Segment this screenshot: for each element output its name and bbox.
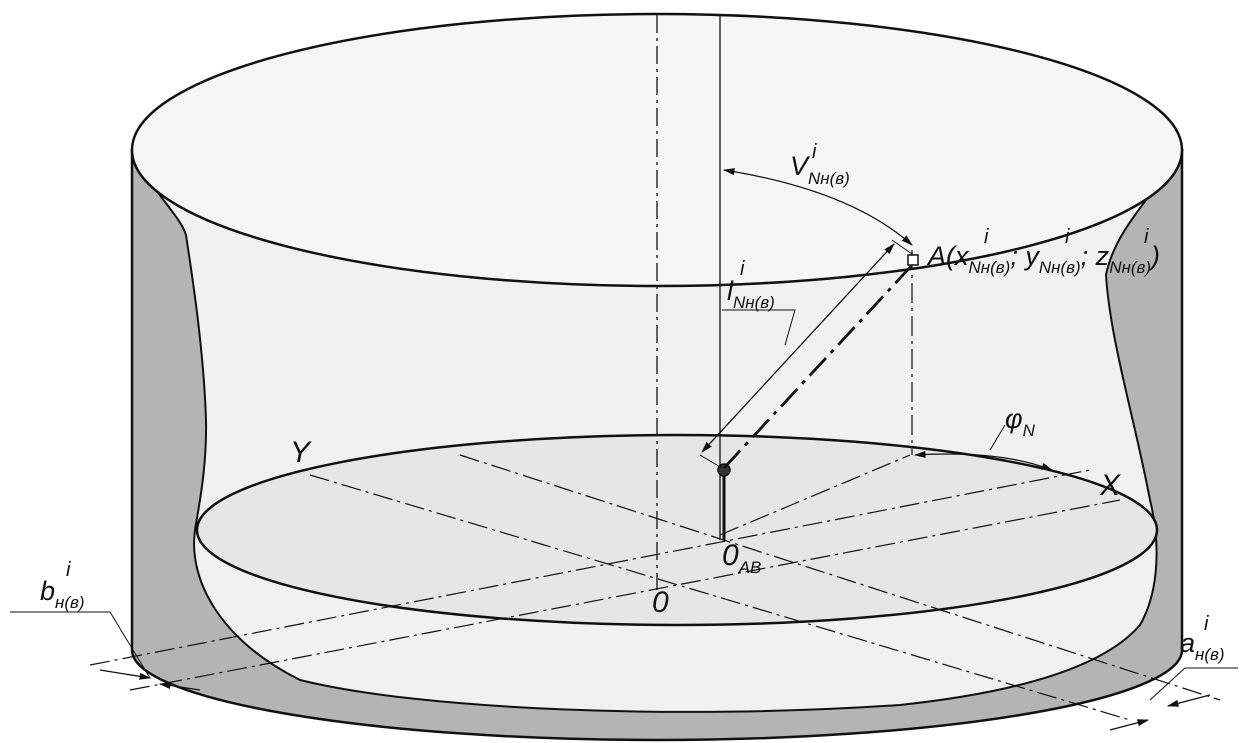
angle-phi-arc — [913, 450, 1054, 471]
length-leader — [722, 309, 796, 346]
b-leader — [10, 611, 151, 679]
axis-x-label: X — [1099, 469, 1121, 502]
point-a-marker — [907, 254, 919, 266]
point-a-label: A(xNн(в); yNн(в); zNн(в)) — [926, 241, 1160, 277]
floor-ellipse — [195, 433, 1159, 627]
dim-a-sup: i — [1204, 613, 1209, 635]
origin-oab-label: 0AB — [722, 539, 761, 577]
dim-b-label: bн(в) — [40, 576, 85, 612]
length-l-label: lNн(в) — [727, 276, 775, 312]
axis-y-label: Y — [290, 436, 312, 469]
dim-b-sup: i — [66, 559, 71, 581]
dim-a-label: aн(в) — [1180, 628, 1225, 664]
phi-leader — [989, 424, 1006, 451]
b-arrow-1 — [99, 669, 152, 680]
origin-o-label: 0 — [652, 586, 669, 619]
angle-phi-label: φN — [1005, 404, 1036, 440]
point-a-sup-x: i — [984, 226, 989, 248]
origin-oab-point — [717, 463, 731, 477]
point-a-sup-z: i — [1144, 226, 1149, 248]
a-arrow-2 — [1109, 719, 1150, 731]
a-leader — [1149, 667, 1238, 701]
floor-grid — [89, 250, 1221, 721]
b-arrow-2 — [158, 682, 201, 691]
a-arrow-1 — [1166, 694, 1211, 707]
point-a-sup-y: i — [1065, 226, 1070, 248]
length-l-sup: i — [740, 258, 745, 280]
angle-v-sup: i — [812, 141, 817, 163]
angle-v-label: VNн(в) — [790, 151, 850, 188]
angle-v-arc — [722, 168, 913, 246]
length-dimension-line — [701, 243, 895, 453]
length-extension-1 — [699, 454, 723, 469]
